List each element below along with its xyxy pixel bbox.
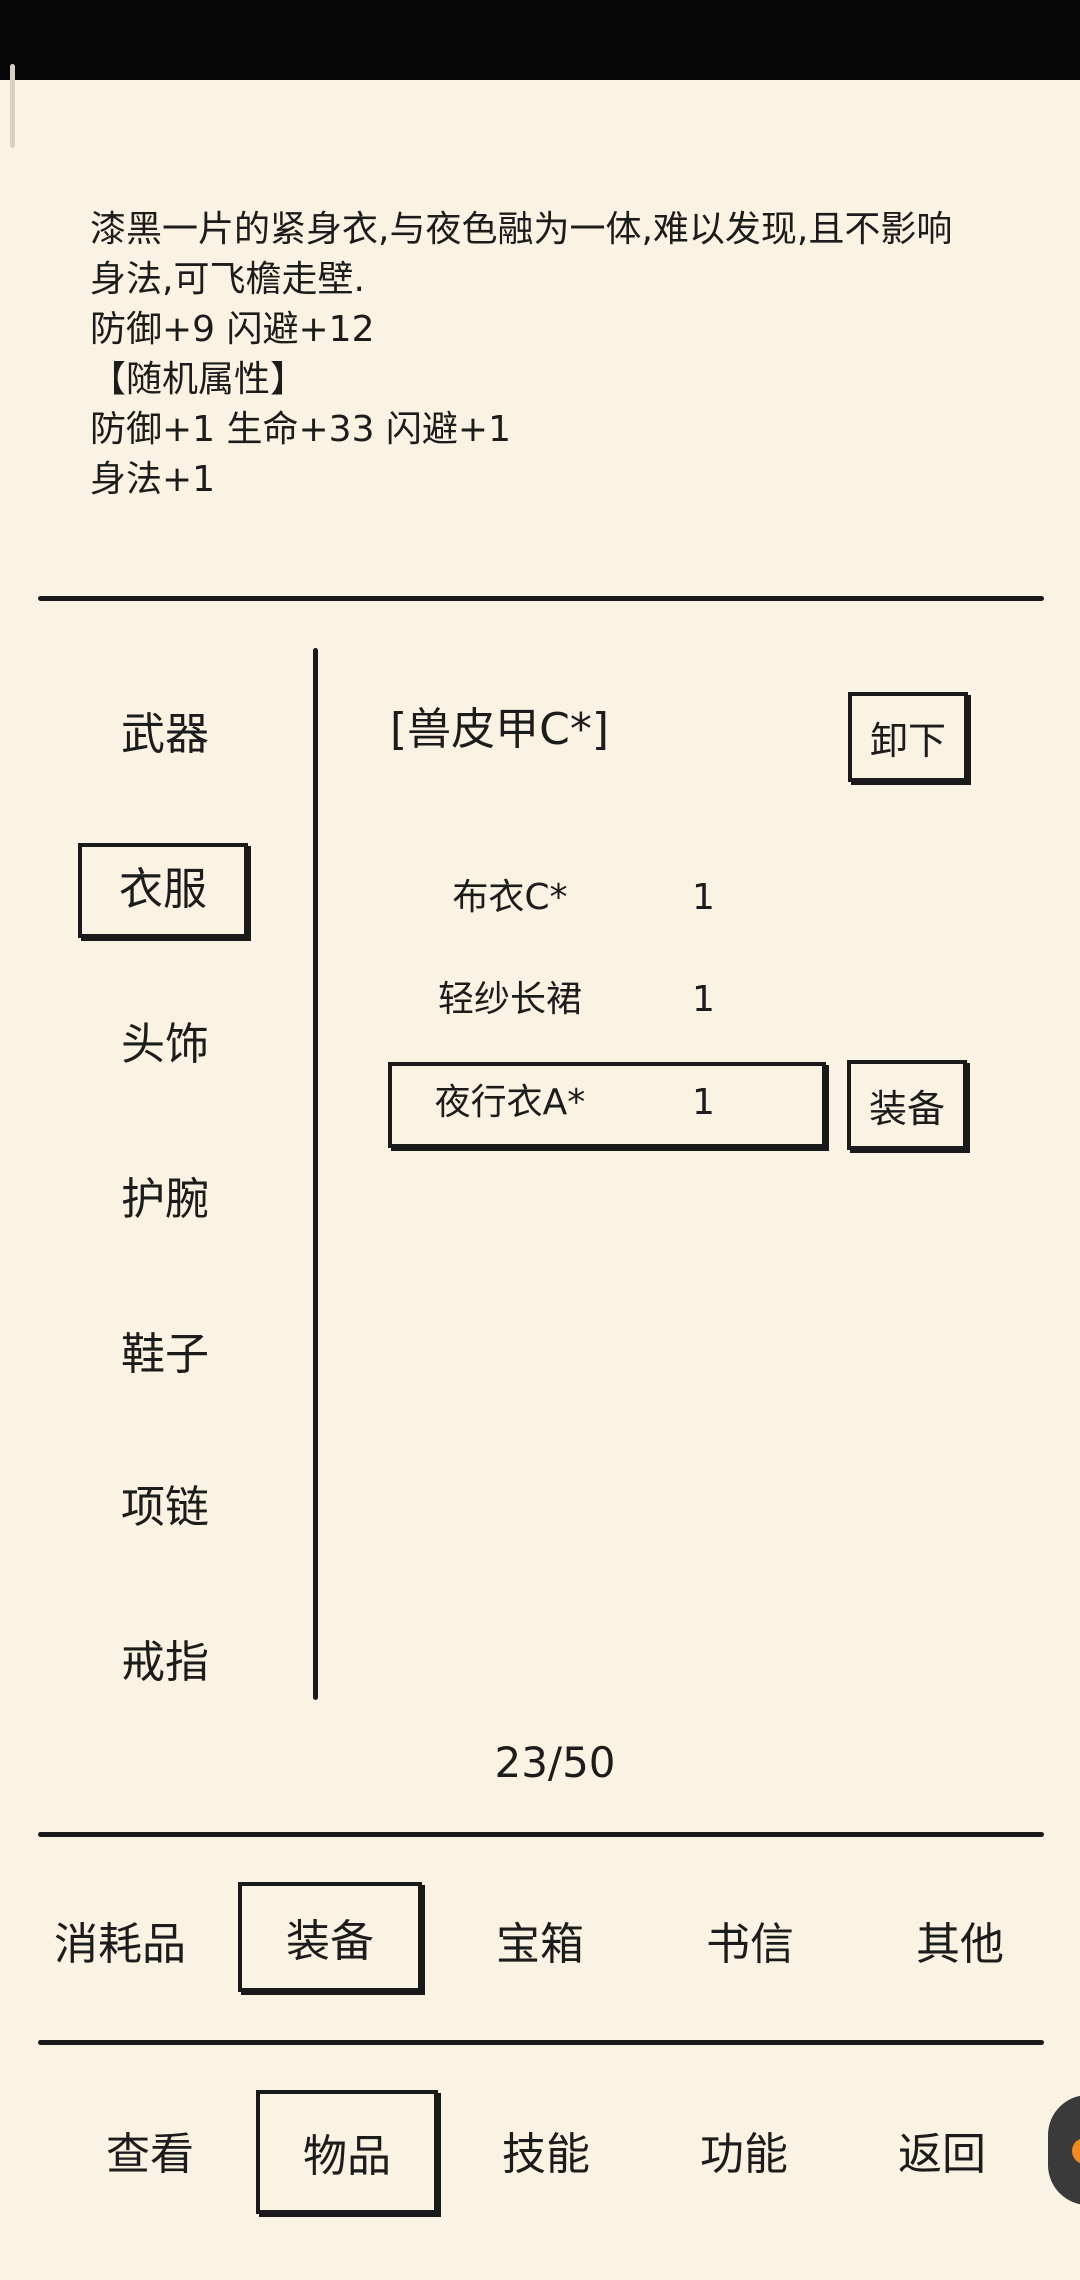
- list-item-count: 1: [692, 1082, 715, 1123]
- list-item-name[interactable]: 轻纱长裙: [437, 979, 582, 1020]
- unequip-button[interactable]: 卸下: [848, 692, 968, 782]
- sidebar-divider: [313, 648, 318, 1700]
- tab-equipment[interactable]: 装备: [238, 1882, 422, 1992]
- divider: [38, 2040, 1044, 2045]
- equipped-item-name: [兽皮甲C*]: [390, 704, 610, 755]
- nav-items[interactable]: 物品: [256, 2090, 438, 2214]
- description-line: 身法,可飞檐走壁.: [90, 259, 365, 300]
- floating-button-icon: [1072, 2138, 1080, 2164]
- category-ring[interactable]: 戒指: [121, 1637, 209, 1688]
- divider: [38, 596, 1044, 601]
- tab-other[interactable]: 其他: [916, 1919, 1004, 1970]
- tab-letters[interactable]: 书信: [706, 1919, 794, 1970]
- description-line: 防御+1 生命+33 闪避+1: [90, 409, 511, 450]
- description-line: 【随机属性】: [90, 359, 307, 400]
- description-line: 身法+1: [90, 459, 216, 500]
- nav-view[interactable]: 查看: [106, 2129, 194, 2180]
- divider: [38, 1832, 1044, 1837]
- category-weapon[interactable]: 武器: [121, 709, 209, 760]
- list-item-count: 1: [692, 877, 715, 918]
- nav-functions[interactable]: 功能: [700, 2129, 788, 2180]
- item-description: 漆黑一片的紧身衣,与夜色融为一体,难以发现,且不影响 身法,可飞檐走壁. 防御+…: [90, 205, 1020, 505]
- nav-back[interactable]: 返回: [898, 2129, 986, 2180]
- scroll-indicator: [10, 64, 15, 148]
- list-item-name[interactable]: 夜行衣A*: [434, 1082, 586, 1123]
- category-shoes[interactable]: 鞋子: [121, 1329, 209, 1380]
- tab-consumables[interactable]: 消耗品: [54, 1919, 186, 1970]
- description-line: 防御+9 闪避+12: [90, 309, 375, 350]
- category-clothes[interactable]: 衣服: [78, 843, 248, 938]
- category-bracer[interactable]: 护腕: [121, 1174, 209, 1225]
- category-headwear[interactable]: 头饰: [121, 1019, 209, 1070]
- status-bar: [0, 0, 1080, 80]
- category-necklace[interactable]: 项链: [121, 1482, 209, 1533]
- selected-list-item[interactable]: [388, 1062, 826, 1148]
- nav-skills[interactable]: 技能: [502, 2129, 590, 2180]
- list-item-name[interactable]: 布衣C*: [452, 877, 568, 918]
- equip-button[interactable]: 装备: [847, 1060, 967, 1150]
- list-item-count: 1: [692, 979, 715, 1020]
- capacity-counter: 23/50: [494, 1738, 616, 1787]
- tab-chests[interactable]: 宝箱: [496, 1919, 584, 1970]
- description-line: 漆黑一片的紧身衣,与夜色融为一体,难以发现,且不影响: [90, 209, 953, 250]
